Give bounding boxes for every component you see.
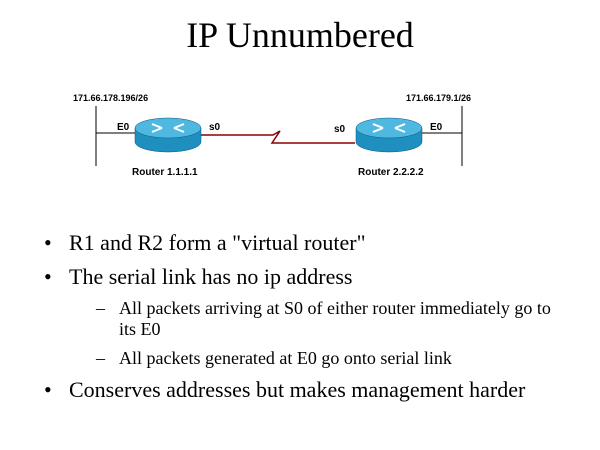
sub-bullet-text: All packets generated at E0 go onto seri… — [119, 348, 452, 368]
left-s0-label: s0 — [209, 122, 221, 133]
right-e0-label: E0 — [430, 122, 443, 133]
bullet-text: R1 and R2 form a "virtual router" — [69, 230, 366, 255]
slide-title: IP Unnumbered — [186, 15, 414, 55]
router-2-icon — [355, 117, 423, 153]
router-2-label: Router 2.2.2.2 — [358, 167, 424, 178]
right-s0-label: s0 — [334, 124, 346, 135]
bullet-list: • R1 and R2 form a "virtual router" • Th… — [44, 230, 584, 411]
serial-link — [201, 130, 355, 144]
left-e0-label: E0 — [117, 122, 130, 133]
bullet-item: • R1 and R2 form a "virtual router" — [44, 230, 584, 256]
right-network-label: 171.66.179.1/26 — [406, 93, 471, 103]
sub-bullet-text: All packets arriving at S0 of either rou… — [119, 298, 551, 339]
router-1-label: Router 1.1.1.1 — [132, 167, 198, 178]
network-diagram: 171.66.178.196/26 E0 s0 Router 1.1.1.1 s… — [73, 93, 471, 178]
dash-icon: – — [96, 348, 105, 368]
bullet-item: • The serial link has no ip address — [44, 264, 584, 290]
left-network-label: 171.66.178.196/26 — [73, 93, 148, 103]
router-1-icon — [134, 117, 202, 153]
sub-bullet-item: – All packets generated at E0 go onto se… — [96, 348, 584, 369]
bullet-icon: • — [44, 264, 52, 289]
bullet-icon: • — [44, 230, 52, 255]
dash-icon: – — [96, 298, 105, 318]
bullet-text: Conserves addresses but makes management… — [69, 377, 526, 402]
sub-bullet-item: – All packets arriving at S0 of either r… — [96, 298, 584, 340]
bullet-item: • Conserves addresses but makes manageme… — [44, 377, 584, 403]
bullet-icon: • — [44, 377, 52, 402]
bullet-text: The serial link has no ip address — [69, 264, 353, 289]
